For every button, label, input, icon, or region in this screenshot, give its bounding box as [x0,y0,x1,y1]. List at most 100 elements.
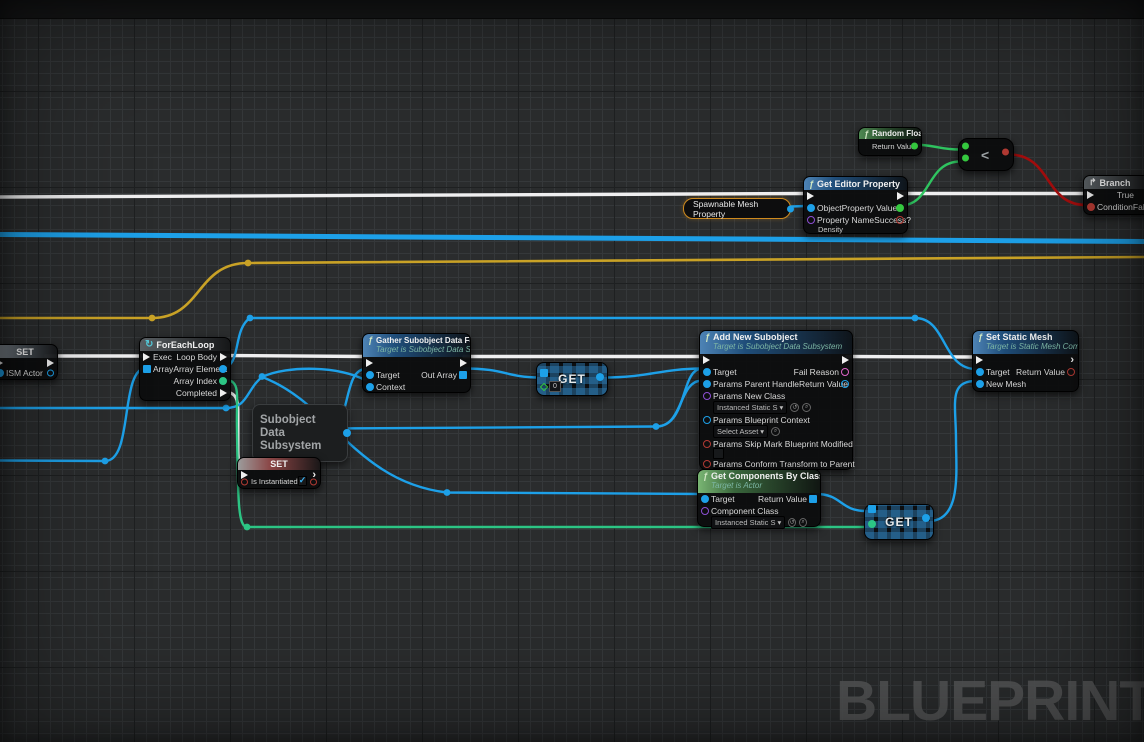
node-branch[interactable]: ↱ Branch True Condition False [1083,175,1144,215]
node-header: SET [0,345,57,358]
node-get-components-by-class[interactable]: ƒ Get Components By Class Target is Acto… [697,469,821,529]
exec-in-pin[interactable] [1087,191,1094,199]
variable-out-pin[interactable] [787,205,794,212]
node-get-array-item[interactable]: GET 0 [536,362,608,396]
exec-out-collapsed[interactable]: › [312,468,316,481]
item-out-pin[interactable] [596,373,604,381]
new-mesh-pin[interactable] [976,380,984,388]
pin-label: True [1116,190,1134,200]
exec-in-pin[interactable] [703,356,710,364]
node-random-float[interactable]: ƒ Random Float Return Value [858,127,922,156]
index-pin[interactable] [868,520,876,528]
node-set-static-mesh[interactable]: ƒ Set Static Mesh Target is Static Mesh … [972,330,1079,392]
pin-label: Array Element [173,364,228,374]
pin-label: Array Index [173,376,217,386]
node-add-new-subobject[interactable]: ƒ Add New Subobject Target is Subobject … [699,330,855,479]
skip-mark-checkbox[interactable] [713,448,724,459]
array-in-pin[interactable] [868,505,876,513]
skip-mark-pin[interactable] [703,439,711,448]
node-title: Get Components By Class [711,471,820,481]
array-element-pin[interactable] [219,365,227,373]
property-value-pin[interactable] [896,204,904,212]
function-icon: ƒ [368,335,374,345]
exec-out-pin[interactable] [897,192,904,200]
node-set-is-instantiated[interactable]: SET › Is Instantiated [237,457,321,489]
node-gather-subobject-data[interactable]: ƒ Gather Subobject Data For Instance Tar… [362,333,471,393]
return-value-pin[interactable] [1067,368,1075,376]
pin-label: Condition [1097,202,1133,212]
browse-icon[interactable]: ⌕ [802,403,812,412]
pin-label: Exec [153,352,172,362]
target-pin[interactable] [701,495,709,503]
array-in-pin[interactable] [143,365,151,373]
exec-in-pin[interactable] [0,358,3,367]
context-pin[interactable] [366,383,374,391]
success-pin[interactable] [896,215,904,224]
target-pin[interactable] [976,368,984,376]
node-get-editor-property[interactable]: ƒ Get Editor Property Object Property Va… [803,176,911,234]
node-title: GET [885,515,913,529]
index-value[interactable]: 0 [549,381,561,392]
node-spawnable-mesh-property[interactable]: Spawnable Mesh Property [683,198,794,219]
node-get-component-item[interactable]: GET [864,504,934,540]
return-value-pin[interactable] [911,142,918,150]
pin-label: Array [153,364,174,374]
input-a-pin[interactable] [962,142,969,150]
object-pin[interactable] [807,204,815,212]
array-in-pin[interactable] [540,369,548,377]
exec-out-pin[interactable] [47,358,54,367]
return-value-pin[interactable] [841,380,849,388]
exec-in-pin[interactable] [143,353,150,361]
exec-in-pin[interactable] [366,359,373,367]
browse-icon[interactable]: ⌕ [799,518,807,527]
completed-exec-pin[interactable] [220,389,227,397]
node-subobject-data-subsystem[interactable]: Subobject Data Subsystem [252,404,351,462]
reset-icon[interactable]: ↺ [788,518,797,527]
exec-in-pin[interactable] [241,470,248,479]
new-class-pin[interactable] [703,391,711,400]
exec-in-pin[interactable] [807,192,814,200]
target-pin[interactable] [366,371,374,379]
node-less-than[interactable]: < [958,138,1014,171]
ism-actor-pin[interactable] [0,369,4,377]
value-out-pin[interactable] [47,369,54,377]
conform-transform-pin[interactable] [703,459,711,468]
blueprint-context-pin[interactable] [703,415,711,424]
new-class-dropdown[interactable]: Instanced Static S▾ [713,401,788,414]
component-class-dropdown[interactable]: Instanced Static S▾ [711,516,786,529]
item-out-pin[interactable] [922,514,930,522]
property-name-pin[interactable] [807,215,815,224]
array-index-pin[interactable] [219,377,227,385]
return-value-pin[interactable] [809,495,817,503]
is-instantiated-pin[interactable] [241,478,248,486]
result-pin[interactable] [1002,148,1009,156]
blueprint-context-dropdown[interactable]: Select Asset▾ [713,425,769,438]
node-foreach-loop[interactable]: ↻ ForEachLoop Exec Loop Body Array Array… [139,337,231,401]
target-pin[interactable] [703,368,711,376]
node-set-ism-actor[interactable]: SET ISM Actor [0,344,58,380]
function-icon: ƒ [864,128,870,139]
pin-label: Return Value [799,379,848,389]
exec-in-pin[interactable] [976,356,983,364]
loop-body-exec-pin[interactable] [220,353,227,361]
pin-label: Context [376,382,406,392]
exec-out-pin[interactable] [460,359,467,367]
dropdown-value: Instanced Static S [715,518,776,527]
exec-out-collapsed[interactable]: › [1070,353,1074,366]
condition-pin[interactable] [1087,203,1095,211]
component-class-pin[interactable] [701,506,709,515]
index-pin[interactable] [539,382,549,391]
browse-icon[interactable]: ⌕ [771,427,781,436]
parent-handle-pin[interactable] [703,380,711,388]
node-header: SET [238,458,320,470]
out-array-pin[interactable] [459,371,467,379]
index-widget[interactable]: 0 [539,381,561,392]
property-name-value[interactable]: Density [818,225,844,234]
reset-icon[interactable]: ↺ [790,403,800,412]
subsystem-out-pin[interactable] [343,429,351,437]
input-b-pin[interactable] [962,154,969,162]
is-instantiated-checkbox[interactable] [297,475,307,486]
exec-out-pin[interactable] [842,356,849,364]
value-out-pin[interactable] [310,478,317,486]
fail-reason-pin[interactable] [841,368,849,376]
